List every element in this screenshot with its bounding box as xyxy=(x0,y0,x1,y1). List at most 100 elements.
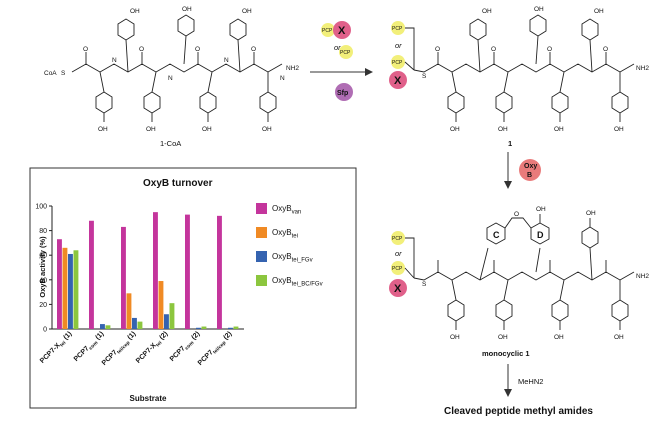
structure-1-pcp-bound: PCP or PCP X OH OH OH OH OH OH OH S O O … xyxy=(389,6,649,148)
y-tick-label: 100 xyxy=(35,204,47,211)
pcp-domain-icon xyxy=(391,55,405,69)
oxyb-enzyme-icon xyxy=(519,159,541,181)
sfp-enzyme-icon xyxy=(335,83,353,101)
oh-label: OH xyxy=(594,8,604,15)
oh-label: OH xyxy=(130,8,140,15)
y-tick-label: 0 xyxy=(43,327,47,334)
pcp-label: PCP xyxy=(392,236,403,242)
oh-label: OH xyxy=(182,6,192,13)
bar xyxy=(217,215,222,329)
x-domain-label: X xyxy=(394,283,402,295)
oh-label: OH xyxy=(554,126,564,133)
bar xyxy=(228,327,233,329)
carbonyl-o-label: O xyxy=(83,46,88,53)
oh-label: OH xyxy=(498,126,508,133)
sulfur-label: S xyxy=(61,70,66,77)
sulfur-label: S xyxy=(422,281,427,288)
legend-swatch xyxy=(256,275,267,286)
pcp-label: PCP xyxy=(340,50,351,56)
pcp-domain-icon xyxy=(391,261,405,275)
y-tick-label: 80 xyxy=(39,228,47,235)
carbonyl-o-label: O xyxy=(251,46,256,53)
oh-label: OH xyxy=(242,8,252,15)
y-tick-label: 40 xyxy=(39,277,47,284)
carbonyl-o-label: O xyxy=(547,46,552,53)
nh2-label: NH2 xyxy=(636,65,649,72)
bar xyxy=(153,212,158,329)
bar xyxy=(100,324,105,329)
bar xyxy=(68,253,73,329)
oxyb-label-line2: B xyxy=(527,172,532,179)
legend-label: OxyBtei xyxy=(272,228,298,240)
ring-c xyxy=(486,222,506,245)
x-domain-label: X xyxy=(338,25,346,37)
oh-label: OH xyxy=(450,334,460,341)
legend-label: OxyBtei_FGv xyxy=(272,252,313,264)
bar xyxy=(132,317,137,329)
chart-frame xyxy=(29,167,357,409)
product-label: Cleaved peptide methyl amides xyxy=(444,406,593,417)
bar xyxy=(201,326,207,329)
oh-label: OH xyxy=(98,126,108,133)
compound-1-label: 1 xyxy=(508,139,512,148)
oh-label: OH xyxy=(614,334,624,341)
bar xyxy=(196,327,201,329)
sulfur-label: S xyxy=(422,73,427,80)
bar xyxy=(121,226,126,329)
carbonyl-o-label: O xyxy=(195,46,200,53)
oh-label: OH xyxy=(554,334,564,341)
oxyb-label-line1: Oxy xyxy=(524,163,537,170)
or-label: or xyxy=(334,43,341,52)
oh-label: OH xyxy=(614,126,624,133)
carbonyl-o-label: O xyxy=(435,46,440,53)
legend-label: OxyBvan xyxy=(272,204,301,216)
carbonyl-o-label: O xyxy=(491,46,496,53)
chart-x-axis-label: Substrate xyxy=(130,394,167,403)
carbonyl-o-label: O xyxy=(139,46,144,53)
amide-n-label: N xyxy=(280,75,285,82)
ring-c-label: C xyxy=(493,230,500,240)
x-domain-icon xyxy=(333,21,351,39)
or-label: or xyxy=(395,41,402,50)
bar xyxy=(158,281,164,329)
ring-d-label: D xyxy=(537,230,544,240)
chart-bars xyxy=(57,212,239,329)
bar xyxy=(137,321,143,329)
oxyb-enzyme-badge: Oxy B xyxy=(519,159,541,181)
bar xyxy=(169,303,175,329)
oh-label: OH xyxy=(482,8,492,15)
y-tick-label: 20 xyxy=(39,302,47,309)
bar xyxy=(105,325,111,329)
bar xyxy=(185,214,190,329)
legend-swatch xyxy=(256,227,267,238)
chart-title: OxyB turnover xyxy=(143,178,213,189)
oxyb-turnover-chart: OxyB turnover OxyB activity (%) Substrat… xyxy=(29,167,357,409)
pcp-domain-icon xyxy=(321,23,335,37)
chart-y-axis-label: OxyB activity (%) xyxy=(38,236,47,298)
bar xyxy=(57,239,62,329)
structure-1-coa: OH OH OH OH OH OH OH CoA S O O O O N N N… xyxy=(44,6,299,148)
oh-label: OH xyxy=(534,6,544,13)
chart-y-ticks: 0 20 40 60 80 100 xyxy=(35,204,52,334)
oh-label: OH xyxy=(262,126,272,133)
bar xyxy=(62,247,68,329)
legend-label: OxyBtei_BC/FGv xyxy=(272,276,323,288)
pcp-label: PCP xyxy=(392,60,403,66)
x-domain-icon xyxy=(389,279,407,297)
legend-swatch xyxy=(256,203,267,214)
y-tick-label: 60 xyxy=(39,253,47,260)
bar xyxy=(164,314,169,329)
amide-n-label: N xyxy=(224,57,229,64)
oh-label: OH xyxy=(450,126,460,133)
pcp-domain-icon xyxy=(391,21,405,35)
monocyclic-1-label: monocyclic 1 xyxy=(482,349,530,358)
reagent-pcp-x: PCP X or PCP Sfp xyxy=(321,21,353,101)
ether-o-label: O xyxy=(514,211,519,218)
x-domain-label: X xyxy=(394,75,402,87)
amide-n-label: N xyxy=(168,75,173,82)
reagent-label: MeHN2 xyxy=(518,377,543,386)
x-domain-icon xyxy=(389,71,407,89)
coa-label: CoA xyxy=(44,70,57,77)
